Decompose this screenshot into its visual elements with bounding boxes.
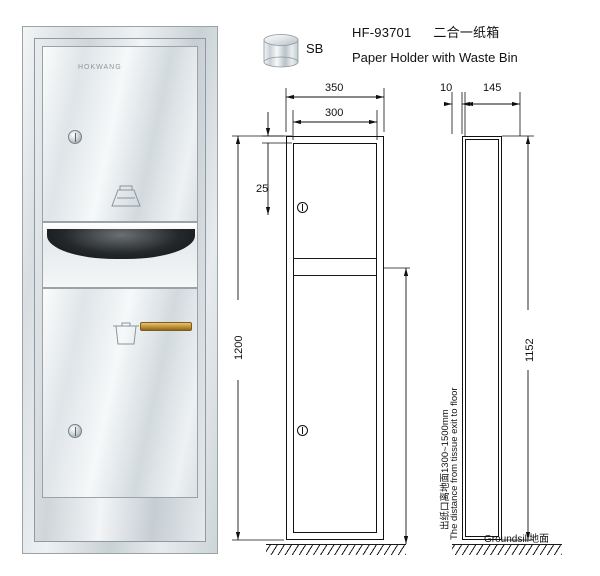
front-view-divider-upper	[293, 258, 377, 259]
dim-side-flange: 10	[440, 82, 453, 94]
header-title-line: HF-93701 二合一纸箱	[352, 22, 499, 41]
photo-bin-handle	[140, 322, 192, 331]
front-view-lock-upper	[297, 202, 308, 213]
product-photo: HOKWANG	[22, 26, 218, 554]
dim-front-top-offset: 25	[256, 183, 269, 195]
photo-dispenser-recess	[42, 222, 198, 288]
dim-front-total-height: 1200	[233, 335, 245, 360]
note-tissue-exit-en: The distance from tissue exit to floor	[449, 387, 460, 540]
ground-level-label: Groundsill地面	[484, 534, 550, 545]
front-view-inner-case	[293, 143, 377, 533]
dim-front-inner-width: 300	[325, 107, 344, 119]
dim-side-height: 1152	[524, 338, 536, 362]
paper-towel-icon	[111, 185, 141, 207]
brand-mark: HOKWANG	[78, 64, 122, 71]
finish-swatch-label: SB	[306, 41, 324, 56]
header-title-cn: 二合一纸箱	[433, 25, 500, 40]
finish-swatch-group: SB	[258, 28, 332, 70]
photo-recess-shadow	[47, 229, 195, 259]
front-view-divider-lower	[293, 275, 377, 276]
model-code: HF-93701	[352, 25, 412, 40]
cylinder-lock-icon	[68, 130, 82, 144]
front-view-ground-hatch	[266, 544, 406, 555]
cylinder-lock-icon	[68, 424, 82, 438]
stainless-steel-cylinder-swatch	[263, 34, 299, 68]
side-view-inner-case	[465, 139, 499, 537]
dim-side-depth: 145	[483, 82, 502, 94]
header-subtitle-en: Paper Holder with Waste Bin	[352, 50, 518, 65]
side-view-ground-hatch	[452, 544, 562, 555]
dim-front-outer-width: 350	[325, 82, 344, 94]
front-view-lock-lower	[297, 425, 308, 436]
waste-bin-icon	[113, 322, 139, 345]
side-view-outer-case	[462, 136, 502, 540]
